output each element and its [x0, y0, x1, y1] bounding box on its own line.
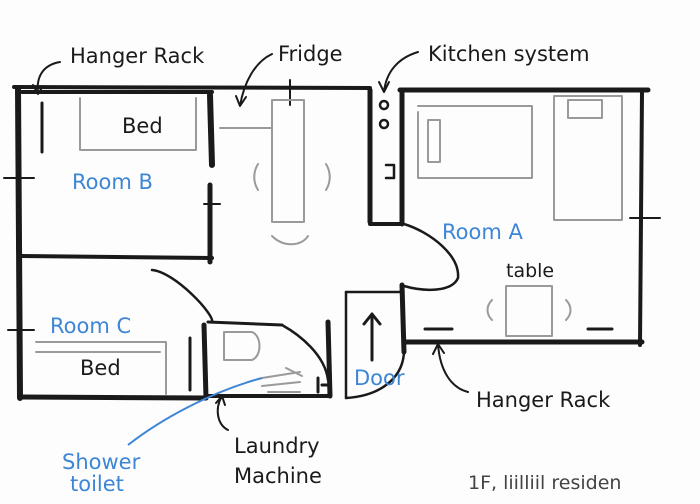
fridge-box — [271, 99, 305, 223]
arrow-hanger-rack-a — [432, 343, 469, 393]
room-b-switch — [203, 195, 221, 215]
room-a-label: Room A — [442, 220, 523, 244]
arrow-fridge — [235, 53, 273, 107]
table-top — [505, 285, 553, 337]
arrow-kitchen-system — [378, 51, 419, 93]
stove-burner-1 — [378, 99, 390, 111]
toilet-label: toilet — [70, 472, 124, 496]
room-c-right-wall — [201, 322, 209, 401]
door-label: Door — [354, 366, 405, 390]
room-b-door-swing — [150, 268, 214, 324]
stove-burner-2 — [378, 118, 390, 130]
bath-door-swing — [280, 323, 330, 382]
fridge-label: Fridge — [278, 42, 343, 66]
toilet-outline — [223, 331, 261, 361]
room-b-bottom-wall — [20, 254, 214, 260]
hanger-rack-label-top: Hanger Rack — [70, 44, 205, 68]
room-c-label: Room C — [50, 314, 132, 338]
outer-wall-left — [15, 85, 23, 401]
sink-mark — [384, 163, 396, 180]
arrow-laundry — [215, 395, 229, 431]
fridge-door-arc — [271, 235, 309, 246]
entrance-door-swing — [344, 348, 406, 400]
laundry-label: Laundry — [234, 434, 320, 458]
room-a-pillow — [427, 119, 441, 163]
room-a-bed — [417, 105, 533, 179]
table-chair-left — [486, 299, 493, 321]
machine-label: Machine — [234, 464, 322, 488]
table-label: table — [506, 260, 555, 282]
washing-machine — [316, 376, 332, 394]
door-arrow — [362, 312, 382, 362]
bed-c-label: Bed — [80, 356, 121, 380]
shower-label: Shower — [62, 450, 141, 474]
table-chair-right — [565, 299, 572, 321]
kitchen-system-label: Kitchen system — [428, 42, 590, 66]
bath-top-wall — [206, 320, 284, 327]
room-a-wardrobe — [553, 95, 623, 221]
bed-b — [79, 97, 197, 151]
fridge-left-mark — [253, 163, 259, 191]
room-b-label: Room B — [72, 170, 153, 194]
room-b-right-wall — [207, 92, 215, 168]
outer-wall-bottom-left — [19, 394, 209, 401]
shower-lines — [261, 367, 303, 393]
outer-wall-top-left — [12, 85, 372, 90]
shower-leader — [127, 377, 263, 446]
room-a-wardrobe-inner — [567, 99, 603, 119]
fridge-right-mark — [325, 163, 331, 191]
hanger-rack-label-bottom: Hanger Rack — [476, 388, 611, 412]
bed-c — [35, 341, 167, 395]
arrow-hanger-rack — [32, 61, 61, 95]
bed-b-label: Bed — [122, 114, 163, 138]
entrance-wall-right — [399, 282, 407, 355]
room-a-door-swing — [402, 222, 460, 291]
footer-label: 1F, liilliil residen — [468, 472, 622, 494]
